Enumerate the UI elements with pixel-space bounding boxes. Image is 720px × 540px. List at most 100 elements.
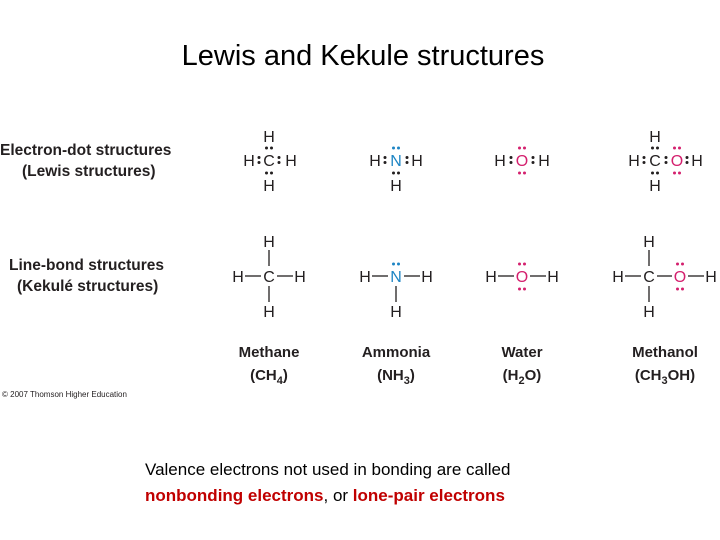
ammonia-lewis-h-bottom: H	[390, 178, 402, 195]
water-lewis-dots-right-2	[531, 161, 535, 164]
methanol-lewis-dots-co-1	[664, 156, 668, 159]
water-lewis-lone-pair-bottom-2	[523, 171, 526, 175]
molecule-name-methane: Methane	[239, 344, 300, 361]
methane-lewis-h-right: H	[285, 153, 297, 170]
methanol-kekule-o: O	[674, 269, 686, 286]
row-label-electron-dot: Electron-dot structures (Lewis structure…	[0, 140, 171, 182]
ammonia-lewis-dots-left-1	[383, 156, 387, 159]
ammonia-kekule-h-right: H	[421, 269, 433, 286]
row-label-line-bond: Line-bond structures (Kekulé structures)	[9, 255, 164, 297]
methanol-lewis-c: C	[649, 153, 661, 170]
molecule-formula-methanol: (CH3OH)	[635, 367, 695, 387]
methane-kekule-h-top: H	[263, 234, 275, 251]
water-lewis-lone-pair-bottom-1	[518, 171, 521, 175]
methanol-lewis-dots-co-2	[664, 161, 668, 164]
molecule-formula-methane: (CH4)	[250, 367, 288, 387]
footer-line2: nonbonding electrons, or lone-pair elect…	[145, 483, 585, 509]
molecule-name-water: Water	[501, 344, 542, 361]
methanol-kekule-lone-pair-top-1	[676, 262, 679, 266]
methanol-lewis-dots-bottom-2	[656, 171, 659, 175]
methanol-kekule-c: C	[643, 269, 655, 286]
methanol-lewis-dots-left-1	[642, 156, 646, 159]
water-lewis-h-left: H	[494, 153, 506, 170]
ammonia-lewis-h-right: H	[411, 153, 423, 170]
footer-line1: Valence electrons not used in bonding ar…	[145, 460, 511, 479]
footer-caption: Valence electrons not used in bonding ar…	[145, 457, 585, 509]
bonds-layer	[245, 250, 704, 302]
methanol-lewis-dots-top-1	[651, 146, 654, 150]
methanol-kekule-h-left: H	[612, 269, 624, 286]
row-label-electron-dot-line1: Electron-dot structures	[0, 142, 172, 159]
row-label-electron-dot-line2: (Lewis structures)	[22, 163, 156, 180]
water-kekule-lone-pair-bottom-2	[523, 287, 526, 291]
ammonia-lewis-lone-pair-top-1	[392, 146, 395, 150]
molecule-formula-ammonia: (NH3)	[377, 367, 415, 387]
ammonia-lewis-dots-right-2	[405, 161, 409, 164]
molecule-name-ammonia: Ammonia	[362, 344, 431, 361]
water-kekule-h-right: H	[547, 269, 559, 286]
water-lewis-dots-left-1	[509, 156, 513, 159]
water-kekule-lone-pair-bottom-1	[518, 287, 521, 291]
water-lewis-lone-pair-top-1	[518, 146, 521, 150]
water-kekule-lone-pair-top-2	[523, 262, 526, 266]
methane-lewis-dots-bottom-2	[270, 171, 273, 175]
term-nonbonding-electrons: nonbonding electrons	[145, 486, 324, 505]
methanol-lewis-dots-oh-1	[685, 156, 689, 159]
page-title: Lewis and Kekule structures	[181, 40, 545, 72]
water-kekule-lone-pair-top-1	[518, 262, 521, 266]
ammonia-kekule-lone-pair-2	[397, 262, 400, 266]
methanol-kekule-lone-pair-top-2	[681, 262, 684, 266]
ammonia-kekule-h-bottom: H	[390, 304, 402, 321]
methane-lewis-dots-top-1	[265, 146, 268, 150]
methanol-lewis-dots-bottom-1	[651, 171, 654, 175]
water-lewis-dots-right-1	[531, 156, 535, 159]
water-kekule-o: O	[516, 269, 528, 286]
methane-lewis-dots-bottom-1	[265, 171, 268, 175]
methanol-kekule-lone-pair-bottom-2	[681, 287, 684, 291]
ammonia-lewis-n: N	[390, 153, 402, 170]
ammonia-kekule-h-left: H	[359, 269, 371, 286]
methanol-lewis-lone-pair-top-1	[673, 146, 676, 150]
methane-lewis-dots-left-1	[257, 156, 261, 159]
methane-kekule-h-bottom: H	[263, 304, 275, 321]
methane-lewis-dots-right-1	[277, 156, 281, 159]
methanol-lewis-h-top: H	[649, 129, 661, 146]
methanol-kekule-h-right: H	[705, 269, 717, 286]
ammonia-lewis-dots-bottom-2	[397, 171, 400, 175]
methanol-lewis-h-right: H	[691, 153, 703, 170]
methane-lewis-dots-top-2	[270, 146, 273, 150]
methanol-lewis-h-bottom: H	[649, 178, 661, 195]
methanol-lewis-lone-pair-top-2	[678, 146, 681, 150]
water-lewis-lone-pair-top-2	[523, 146, 526, 150]
methanol-kekule-lone-pair-bottom-1	[676, 287, 679, 291]
ammonia-kekule-lone-pair-1	[392, 262, 395, 266]
molecule-formula-water: (H2O)	[503, 367, 542, 387]
methane-lewis-h-left: H	[243, 153, 255, 170]
row-label-line-bond-line2: (Kekulé structures)	[17, 278, 159, 295]
methanol-lewis-lone-pair-bottom-2	[678, 171, 681, 175]
footer-separator: , or	[323, 486, 353, 505]
water-lewis-o: O	[516, 153, 528, 170]
methanol-lewis-dots-top-2	[656, 146, 659, 150]
methane-lewis-h-bottom: H	[263, 178, 275, 195]
term-lone-pair-electrons: lone-pair electrons	[352, 486, 505, 505]
water-lewis-dots-left-2	[509, 161, 513, 164]
methanol-lewis-dots-oh-2	[685, 161, 689, 164]
ammonia-lewis-lone-pair-top-2	[397, 146, 400, 150]
ammonia-lewis-dots-left-2	[383, 161, 387, 164]
row-label-line-bond-line1: Line-bond structures	[9, 257, 165, 274]
ammonia-lewis-h-left: H	[369, 153, 381, 170]
methane-lewis-dots-right-2	[277, 161, 281, 164]
methanol-lewis-dots-left-2	[642, 161, 646, 164]
copyright-notice: © 2007 Thomson Higher Education	[2, 390, 127, 399]
methane-kekule-h-left: H	[232, 269, 244, 286]
ammonia-kekule-n: N	[390, 269, 402, 286]
ammonia-lewis-dots-right-1	[405, 156, 409, 159]
methanol-lewis-o: O	[671, 153, 683, 170]
methanol-lewis-lone-pair-bottom-1	[673, 171, 676, 175]
water-lewis-h-right: H	[538, 153, 550, 170]
molecule-name-methanol: Methanol	[632, 344, 698, 361]
electron-dots-layer	[257, 146, 689, 291]
